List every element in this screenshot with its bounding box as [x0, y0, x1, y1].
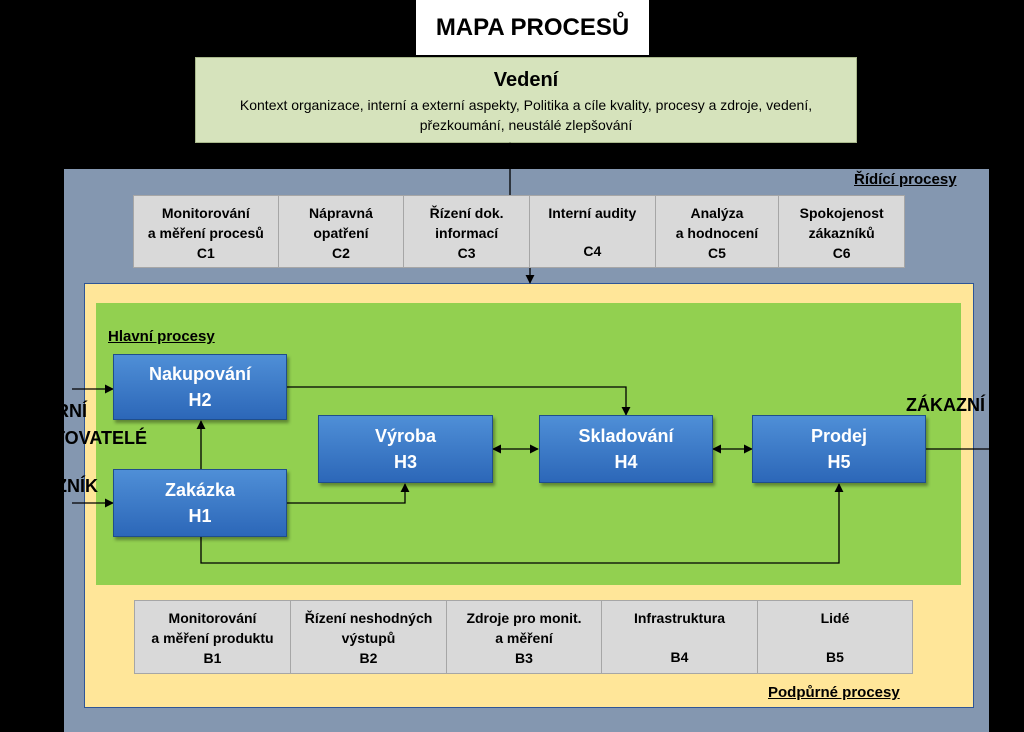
- control-processes-label: Řídící procesy: [854, 171, 957, 188]
- leadership-box: Vedení Kontext organizace, interní a ext…: [195, 57, 857, 143]
- process-name: Prodej: [810, 426, 867, 446]
- control-cell-c2: Nápravná opatření C2: [279, 196, 405, 267]
- cell-line1: Lidé: [820, 610, 850, 626]
- cell-code: C4: [583, 243, 602, 259]
- support-cell-b2: Řízení neshodných výstupů B2: [291, 601, 447, 673]
- control-cell-c5: Analýza a hodnocení C5: [656, 196, 780, 267]
- cell-line1: Spokojenost: [799, 205, 884, 221]
- process-box-h5[interactable]: Prodej H5: [752, 415, 926, 483]
- process-box-h2[interactable]: Nakupování H2: [113, 354, 287, 420]
- cell-code: B2: [359, 650, 378, 666]
- arrow-h2-to-h4: [287, 386, 631, 416]
- leadership-description: Kontext organizace, interní a externí as…: [196, 95, 856, 135]
- process-code: H1: [188, 506, 212, 526]
- process-code: H2: [188, 390, 212, 410]
- cell-line1: Řízení neshodných: [304, 610, 433, 626]
- external-suppliers-label-line1: RNÍ: [56, 401, 87, 421]
- process-code: H4: [614, 452, 638, 472]
- cell-line1: Nápravná: [309, 205, 373, 221]
- process-box-h3[interactable]: Výroba H3: [318, 415, 493, 483]
- cell-line2: opatření: [313, 225, 369, 241]
- cell-line1: Monitorování: [161, 205, 250, 221]
- cell-code: C6: [832, 245, 851, 261]
- leadership-heading: Vedení: [493, 69, 559, 91]
- cell-code: B4: [670, 649, 689, 665]
- support-processes-table: Monitorování a měření produktu B1 Řízení…: [134, 600, 913, 674]
- cell-code: C5: [708, 245, 726, 261]
- cell-line1: Řízení dok.: [429, 205, 504, 221]
- cell-line2: informací: [435, 225, 499, 241]
- cell-line2: a měření: [495, 630, 553, 646]
- cell-line1: Infrastruktura: [633, 610, 726, 626]
- process-name: Skladování: [578, 426, 674, 446]
- customers-label: ZÁKAZNÍ: [906, 395, 985, 415]
- cell-line1: Analýza: [690, 205, 744, 221]
- external-suppliers-label-line2: YTOVATELÉ: [42, 428, 148, 448]
- arrow-h1-to-h3: [287, 483, 410, 504]
- control-cell-c3: Řízení dok. informací C3: [404, 196, 530, 267]
- control-cell-c4: Interní audity C4: [530, 196, 656, 267]
- leadership-description-line1: Kontext organizace, interní a externí as…: [239, 97, 813, 113]
- process-box-h4[interactable]: Skladování H4: [539, 415, 713, 483]
- cell-line2: a měření procesů: [147, 225, 264, 241]
- control-cell-c1: Monitorování a měření procesů C1: [134, 196, 279, 267]
- support-cell-b1: Monitorování a měření produktu B1: [135, 601, 291, 673]
- control-cell-c6: Spokojenost zákazníků C6: [779, 196, 904, 267]
- cell-line2: a hodnocení: [675, 225, 759, 241]
- cell-code: B1: [203, 650, 222, 666]
- cell-code: C2: [332, 245, 350, 261]
- process-code: H3: [393, 452, 417, 472]
- cell-code: C3: [457, 245, 476, 261]
- arrow-h1-to-h5: [200, 483, 844, 564]
- cell-code: C1: [196, 245, 215, 261]
- support-cell-b5: Lidé B5: [758, 601, 912, 673]
- cell-line2: výstupů: [341, 630, 396, 646]
- process-box-h1[interactable]: Zakázka H1: [113, 469, 287, 537]
- cell-code: B3: [515, 650, 533, 666]
- cell-line1: Zdroje pro monit.: [466, 610, 582, 626]
- control-processes-table: Monitorování a měření procesů C1 Nápravn…: [133, 195, 905, 268]
- process-code: H5: [827, 452, 851, 472]
- support-cell-b4: Infrastruktura B4: [602, 601, 758, 673]
- map-title: MAPA PROCESŮ: [416, 0, 649, 55]
- leadership-description-line2: přezkoumání, neustálé zlepšování: [419, 117, 633, 133]
- support-cell-b3: Zdroje pro monit. a měření B3: [447, 601, 602, 673]
- cell-line2: zákazníků: [808, 225, 875, 241]
- main-processes-label: Hlavní procesy: [108, 328, 215, 345]
- process-name: Nakupování: [148, 364, 252, 384]
- cell-line2: a měření produktu: [151, 630, 274, 646]
- cell-line1: Interní audity: [548, 205, 637, 221]
- cell-line1: Monitorování: [168, 610, 257, 626]
- process-name: Výroba: [374, 426, 437, 446]
- support-processes-label: Podpůrné procesy: [768, 684, 900, 701]
- process-name: Zakázka: [164, 480, 236, 500]
- external-customer-label: ZNÍK: [56, 476, 98, 496]
- cell-code: B5: [826, 649, 844, 665]
